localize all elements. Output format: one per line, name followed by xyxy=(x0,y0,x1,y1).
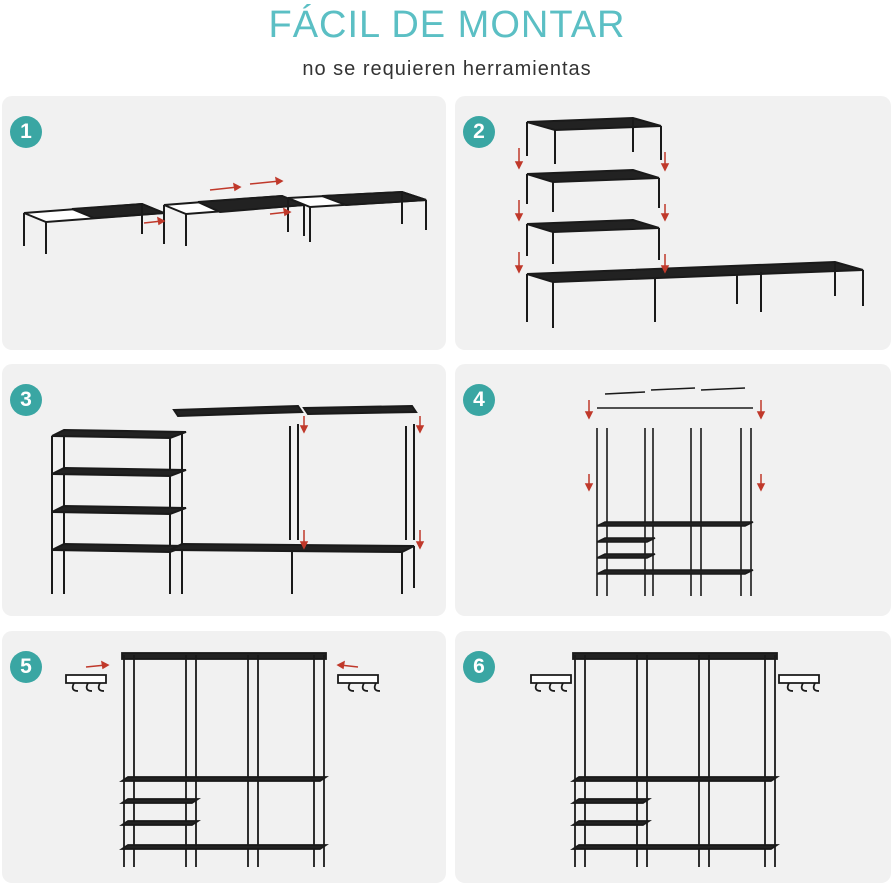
step-3-illustration xyxy=(51,404,425,594)
step-6-panel: 6 xyxy=(455,631,891,883)
step-6-illustration xyxy=(530,652,820,867)
step-1-panel: 1 xyxy=(2,96,446,350)
step-2-panel: 2 xyxy=(455,96,891,350)
page-subtitle: no se requieren herramientas xyxy=(302,58,592,80)
step-1-badge: 1 xyxy=(10,116,42,148)
step-1-illustration xyxy=(23,176,427,254)
step-6-badge: 6 xyxy=(463,651,495,683)
step-3-badge: 3 xyxy=(10,384,42,416)
step-5-illustration xyxy=(65,652,381,867)
step-5-badge: 5 xyxy=(10,651,42,683)
step-4-panel: 4 xyxy=(455,364,891,616)
step-2-badge: 2 xyxy=(463,116,495,148)
step-5-panel: 5 xyxy=(2,631,446,883)
step-2-illustration xyxy=(514,116,864,328)
page-title: FÁCIL DE MONTAR xyxy=(268,4,626,46)
step-3-panel: 3 xyxy=(2,364,446,616)
step-4-badge: 4 xyxy=(463,384,495,416)
step-4-illustration xyxy=(584,387,766,596)
